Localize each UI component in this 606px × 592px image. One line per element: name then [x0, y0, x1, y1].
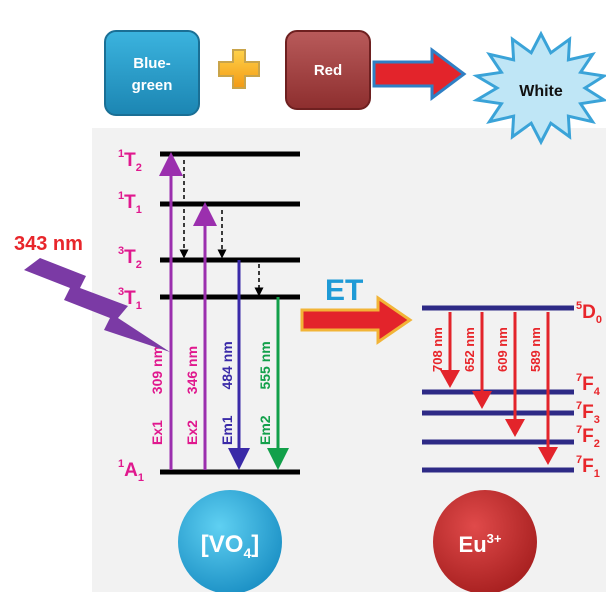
eu-arrowhead-652 [472, 391, 492, 409]
et-arrow-icon [300, 295, 413, 345]
blue-green-box: Blue- green [104, 30, 200, 116]
vo4-circle [178, 490, 282, 592]
label-3T1: 3T1 [118, 286, 142, 312]
label-7F3: 7F3 [576, 400, 600, 426]
red-box: Red [285, 30, 371, 110]
eu-arrowhead-708 [440, 370, 460, 388]
eu-label-708: 708 nm [430, 327, 445, 372]
ex2-label: Ex2 346 nm [184, 346, 200, 445]
em1-arrowhead [228, 448, 250, 470]
label-1A1: 1A1 [118, 458, 144, 484]
ex1-label: Ex1 309 nm [149, 346, 165, 445]
red-label: Red [313, 61, 343, 79]
white-starburst [472, 30, 606, 146]
eu-label-589: 589 nm [528, 327, 543, 372]
blue-green-label-line1: Blue- [133, 55, 171, 72]
eu-label-609: 609 nm [495, 327, 510, 372]
label-7F4: 7F4 [576, 372, 601, 398]
eu-circle-label: Eu3+ [459, 531, 502, 557]
label-7F1: 7F1 [576, 454, 600, 480]
em1-label: Em1 484 nm [219, 341, 235, 445]
white-label: White [519, 83, 563, 100]
label-1T1: 1T1 [118, 190, 142, 216]
label-3T2: 3T2 [118, 245, 142, 271]
lightning-bolt-icon [24, 258, 170, 352]
excitation-label: 343 nm [14, 233, 83, 255]
eu-emission-arrows [440, 312, 558, 465]
eu-label-652: 652 nm [462, 327, 477, 372]
eu-arrowhead-609 [505, 419, 525, 437]
em2-label: Em2 555 nm [257, 341, 273, 445]
label-5D0: 5D0 [576, 300, 602, 326]
eu-arrowhead-589 [538, 447, 558, 465]
et-label: ET [325, 274, 363, 307]
em2-arrowhead [267, 448, 289, 470]
label-1T2: 1T2 [118, 148, 142, 174]
eu-circle [433, 490, 537, 592]
vo4-circle-label: [VO4] [201, 531, 259, 561]
blue-green-label-line2: green [131, 77, 173, 94]
plus-icon [218, 49, 260, 89]
label-7F2: 7F2 [576, 424, 600, 450]
right-arrow-icon [372, 47, 467, 101]
